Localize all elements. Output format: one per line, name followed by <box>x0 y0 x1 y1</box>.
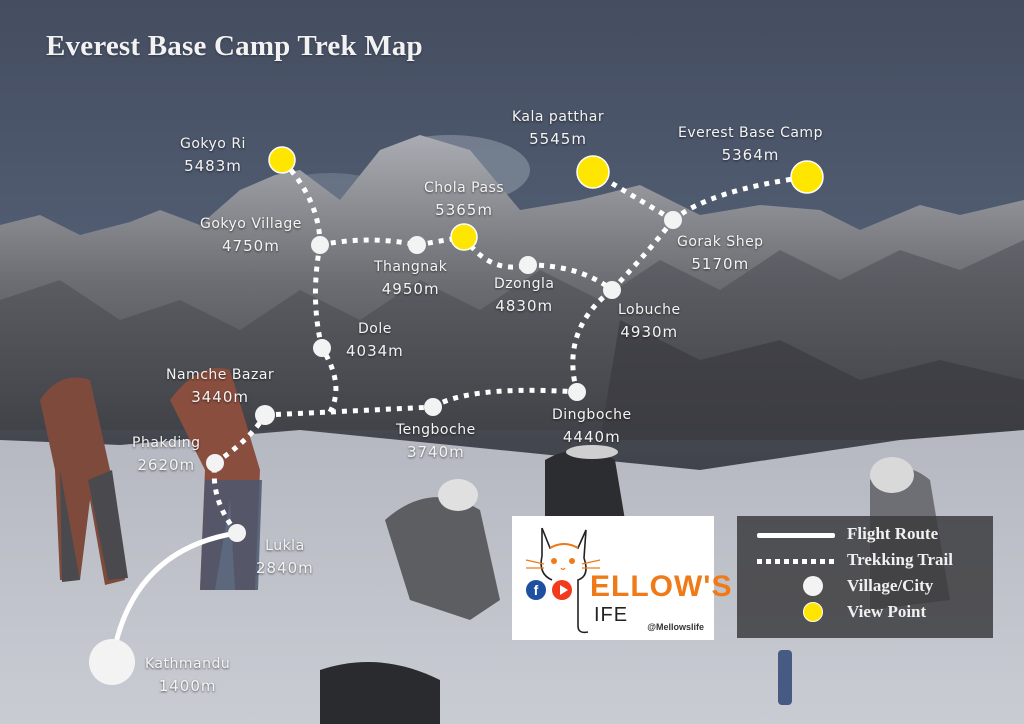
solid-line-icon <box>757 533 835 538</box>
village-marker-gokyo-village <box>311 236 329 254</box>
village-marker-dole <box>313 339 331 357</box>
legend-item-village-city: Village/City <box>737 574 993 598</box>
village-marker-thangnak <box>408 236 426 254</box>
mellows-life-logo: f ELLOW'S IFE @Mellowslife <box>512 516 731 640</box>
viewpoint-marker-ebc <box>790 160 824 194</box>
viewpoint-marker-gokyo-ri <box>268 146 296 174</box>
village-marker-kathmandu <box>89 639 135 685</box>
cat-icon <box>525 527 601 634</box>
logo-brand-text: ELLOW'S <box>590 570 733 603</box>
map-legend: Flight Route Trekking Trail Village/City… <box>737 516 993 638</box>
viewpoint-marker-chola-pass <box>450 223 478 251</box>
village-marker-namche <box>255 405 275 425</box>
viewpoint-marker-kala-patthar <box>576 155 610 189</box>
village-marker-phakding <box>206 454 224 472</box>
village-marker-dzongla <box>519 256 537 274</box>
village-marker-gorak-shep <box>664 211 682 229</box>
facebook-icon: f <box>526 580 546 600</box>
village-marker-lukla <box>228 524 246 542</box>
dotted-line-icon <box>757 559 835 564</box>
white-circle-icon <box>803 576 823 596</box>
legend-item-flight-route: Flight Route <box>737 522 993 546</box>
yellow-circle-icon <box>803 602 823 622</box>
village-marker-tengboche <box>424 398 442 416</box>
map-title: Everest Base Camp Trek Map <box>46 30 423 62</box>
flight-route-path <box>109 530 240 665</box>
legend-item-trekking-trail: Trekking Trail <box>737 548 993 572</box>
village-marker-lobuche <box>603 281 621 299</box>
logo-handle: @Mellowslife <box>647 622 704 632</box>
logo-brand-subtext: IFE <box>594 604 629 626</box>
youtube-icon <box>552 580 572 600</box>
legend-item-view-point: View Point <box>737 600 993 624</box>
village-marker-dingboche <box>568 383 586 401</box>
